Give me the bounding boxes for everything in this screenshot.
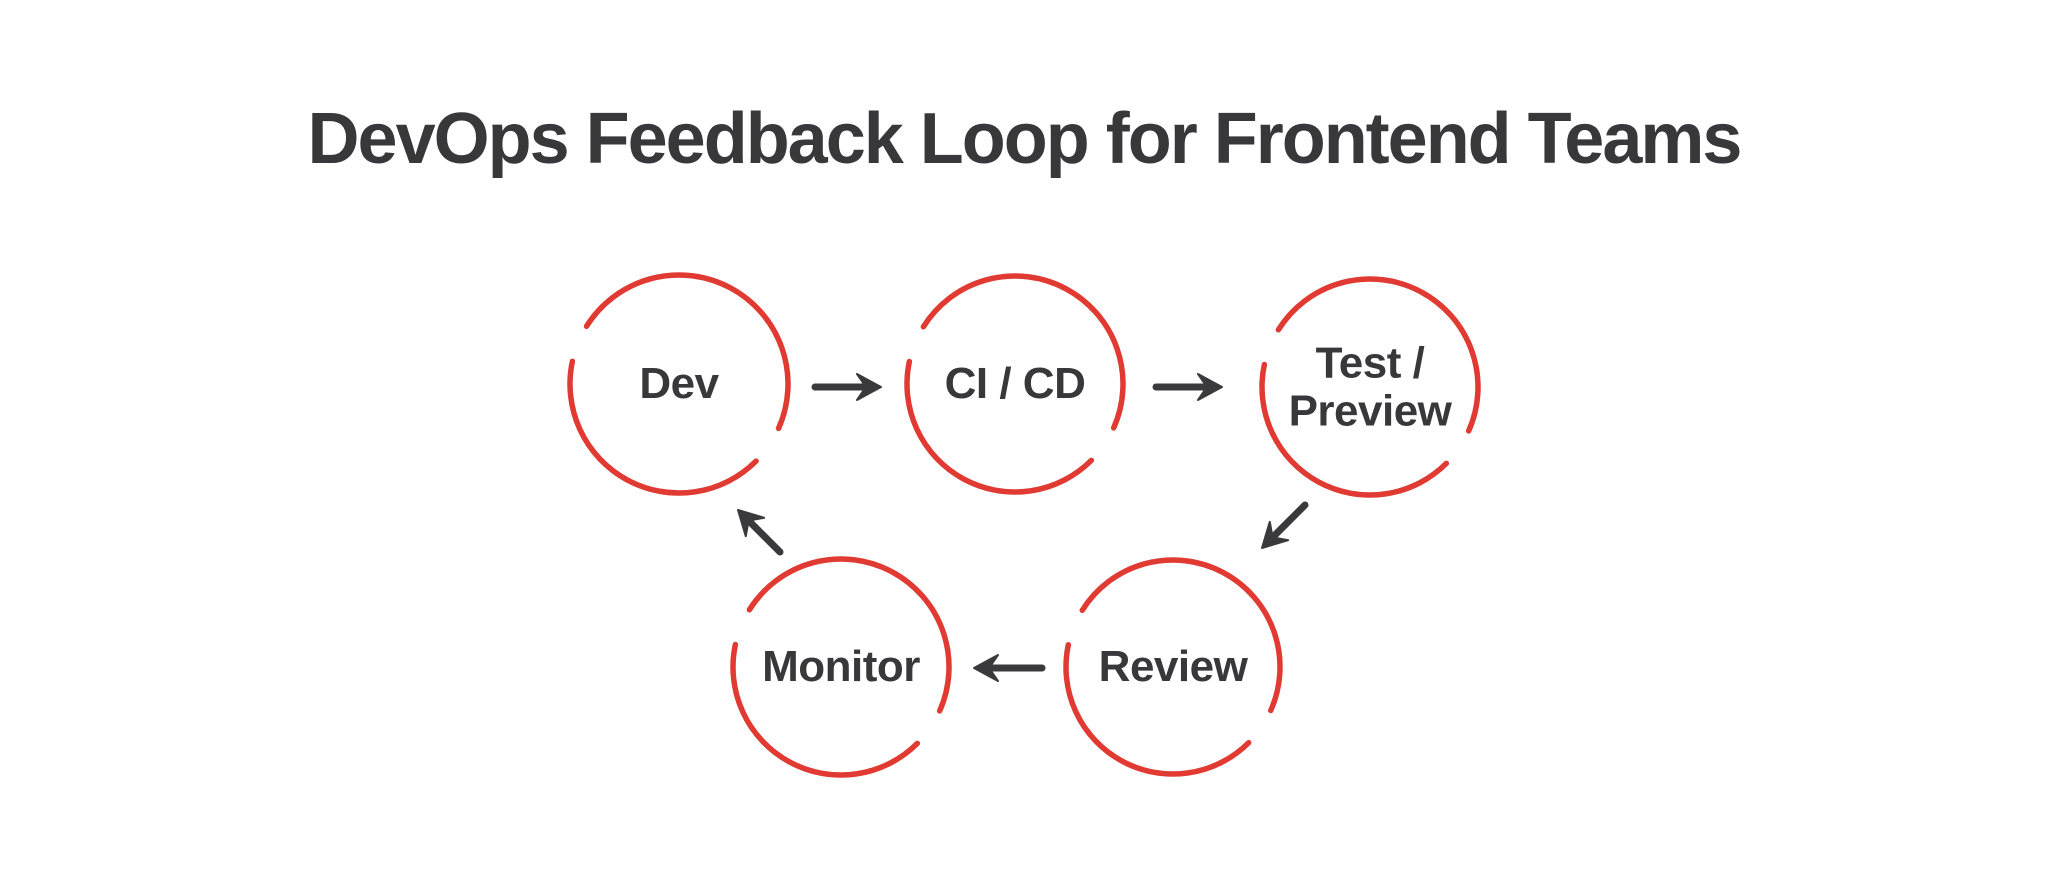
arrow-head-review-to-monitor [973, 654, 999, 682]
node-circle-ci-cd-top-arc [920, 273, 1126, 431]
arrow-head-monitor-to-dev [737, 509, 766, 538]
node-circle-ci-cd-bottom-arc [904, 358, 1095, 495]
node-label-line: Dev [639, 359, 719, 409]
node-circle-test-preview-top-arc [1275, 276, 1481, 434]
arrow-head-dev-to-ci-cd [856, 373, 882, 401]
arrow-head-test-preview-to-review [1261, 520, 1290, 549]
node-label-line: Test / [1315, 338, 1425, 388]
node-label-line: CI / CD [944, 359, 1086, 409]
node-label-test-preview: Test /Preview [1289, 339, 1452, 434]
node-label-monitor: Monitor [762, 643, 920, 691]
node-label-review: Review [1099, 643, 1248, 691]
node-label-line: Preview [1288, 386, 1452, 435]
node-circle-dev-top-arc [583, 272, 791, 432]
node-circle-monitor-bottom-arc [730, 641, 921, 778]
arrow-head-ci-cd-to-test-preview [1197, 373, 1223, 401]
node-label-dev: Dev [639, 359, 719, 409]
node-label-line: Review [1098, 642, 1248, 692]
page-title: DevOps Feedback Loop for Frontend Teams [307, 99, 1743, 179]
node-circle-review-top-arc [1079, 557, 1283, 714]
node-circle-test-preview-bottom-arc [1259, 361, 1450, 498]
node-circle-review-bottom-arc [1063, 642, 1252, 777]
node-label-line: Monitor [762, 642, 920, 692]
node-label-ci-cd: CI / CD [945, 360, 1086, 408]
node-circle-dev-bottom-arc [567, 358, 759, 496]
node-circle-monitor-top-arc [746, 556, 952, 714]
